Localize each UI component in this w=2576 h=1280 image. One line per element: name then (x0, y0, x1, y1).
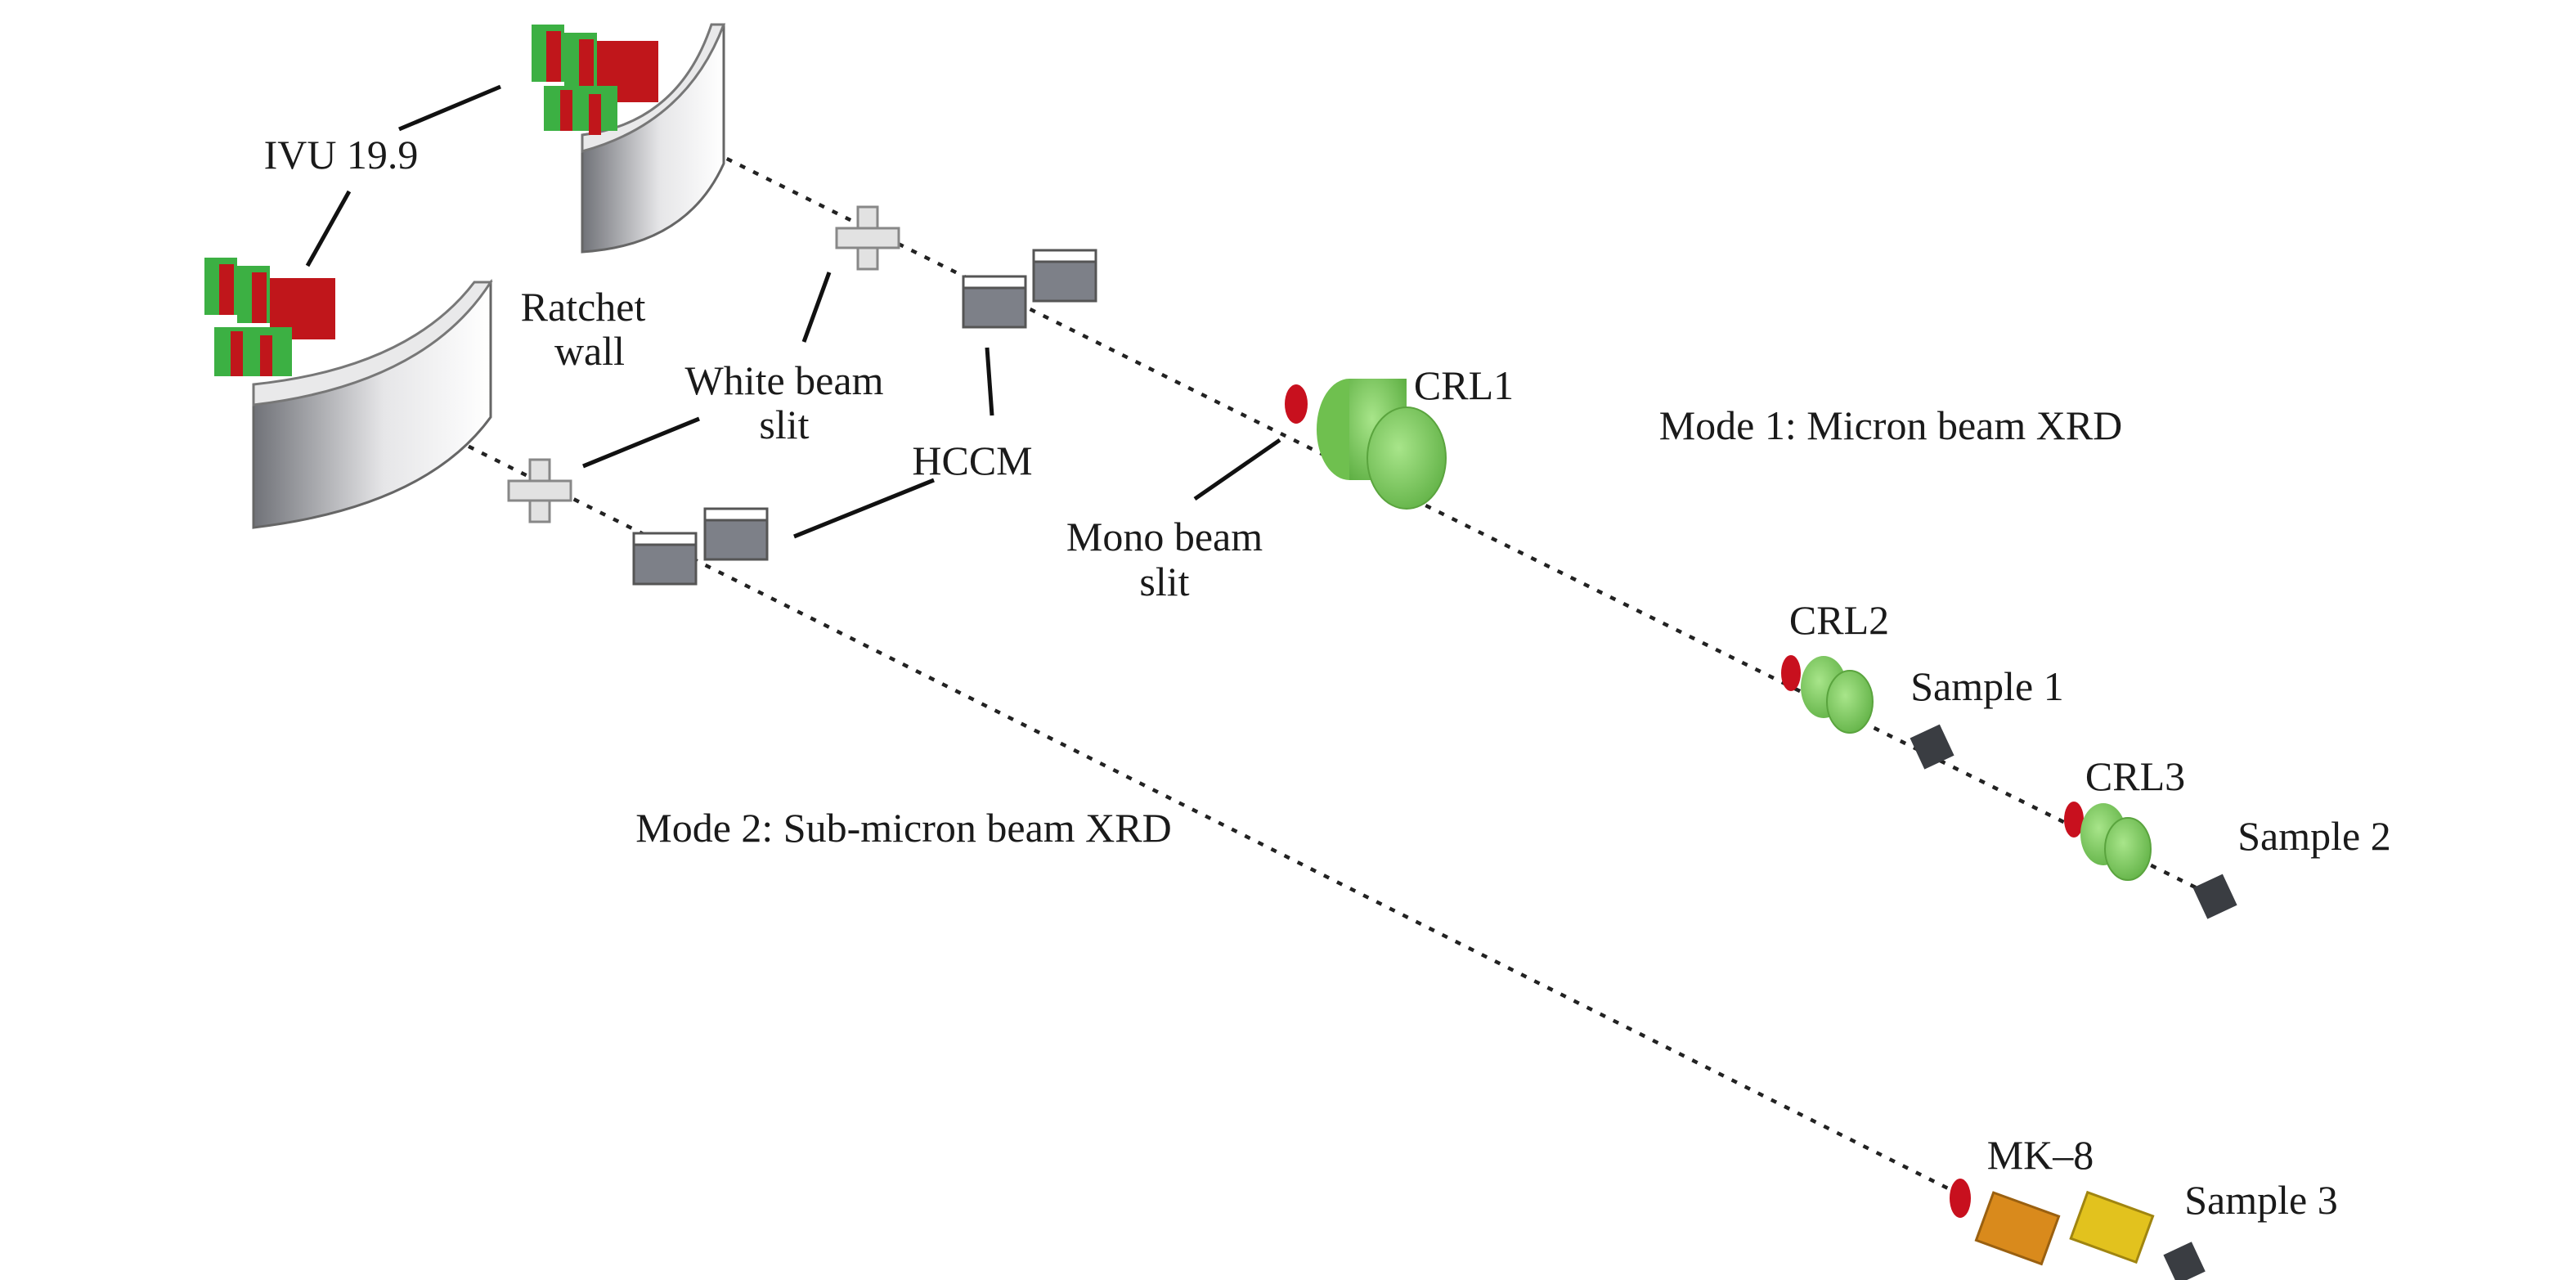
label-ratchet-wall-1: Ratchet (521, 284, 646, 330)
mk8-mirror-1 (1974, 1191, 2061, 1266)
white-beam-slit-upper (835, 205, 900, 271)
mk8-mirror-2 (2069, 1190, 2155, 1264)
label-sample3: Sample 3 (2184, 1177, 2337, 1223)
crl2-aperture (1781, 655, 1801, 691)
label-sample1: Sample 1 (1910, 663, 2063, 709)
ratchet-wall-upper (581, 23, 726, 254)
leader-ivu-lower (305, 190, 352, 267)
label-sample2: Sample 2 (2237, 813, 2390, 859)
label-mode2: Mode 2: Sub-micron beam XRD (635, 805, 1171, 851)
crl3-lens (2080, 803, 2152, 881)
ivu-undulator-upper (532, 25, 658, 135)
mode1-beam-path (647, 117, 2221, 902)
white-beam-slit-lower (507, 458, 572, 523)
leader-white-slit-upper (801, 272, 832, 343)
label-white-slit-1: White beam (685, 357, 884, 403)
leader-hccm-upper (985, 347, 994, 416)
leader-mono-slit (1193, 438, 1281, 501)
crl1-lens (1317, 379, 1447, 510)
mk8-aperture (1950, 1179, 1971, 1218)
ivu-undulator-lower (204, 258, 335, 376)
label-mono-slit-2: slit (1139, 559, 1189, 604)
crl3-aperture (2064, 802, 2084, 838)
ratchet-wall-lower (252, 278, 493, 529)
label-mode1: Mode 1: Micron beam XRD (1659, 402, 2123, 448)
leader-white-slit-lower (582, 416, 700, 469)
label-crl2: CRL2 (1789, 597, 1889, 643)
label-crl1: CRL1 (1414, 362, 1514, 408)
hccm-lower (632, 507, 769, 586)
sample-1 (1910, 724, 1954, 770)
mode2-beam-path (322, 371, 1959, 1196)
label-ratchet-wall-2: wall (554, 328, 625, 374)
label-crl3: CRL3 (2085, 753, 2185, 799)
sample-3 (2163, 1242, 2206, 1280)
leader-ivu-upper (398, 84, 501, 132)
leader-hccm-lower (793, 478, 935, 539)
label-white-slit-2: slit (759, 402, 809, 447)
label-mono-slit-1: Mono beam (1066, 514, 1263, 559)
hccm-upper (962, 249, 1097, 329)
crl2-lens (1801, 656, 1874, 734)
label-mk8: MK–8 (1987, 1132, 2094, 1178)
label-hccm: HCCM (912, 438, 1032, 483)
mono-beam-slit (1285, 384, 1308, 424)
label-ivu: IVU 19.9 (264, 132, 419, 177)
sample-2 (2192, 874, 2237, 919)
